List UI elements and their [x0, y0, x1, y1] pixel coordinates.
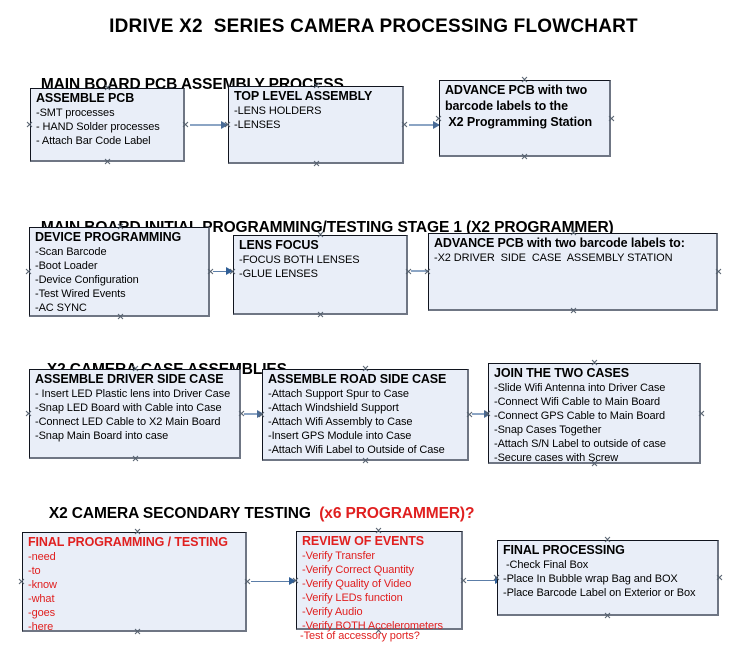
box-line: -LENS HOLDERS	[234, 105, 322, 117]
box-line: -Attach Wifi Label to Outside of Case	[268, 444, 445, 456]
process-box-final-processing[interactable]: FINAL PROCESSING -Check Final Box -Place…	[497, 540, 719, 616]
box-title: FINAL PROCESSING	[503, 543, 625, 557]
process-box-assemble-pcb[interactable]: ASSEMBLE PCB -SMT processes - HAND Solde…	[30, 88, 185, 162]
box-line: -Place Barcode Label on Exterior or Box	[503, 587, 696, 599]
box-title: ASSEMBLE ROAD SIDE CASE	[268, 372, 447, 386]
box-line: - Insert LED Plastic lens into Driver Ca…	[35, 388, 231, 400]
box-line: -Slide Wifi Antenna into Driver Case	[494, 382, 666, 394]
box-title: ASSEMBLE PCB	[36, 91, 135, 105]
box-line: -Boot Loader	[35, 260, 98, 272]
box-title: REVIEW OF EVENTS	[302, 534, 425, 548]
box-title: DEVICE PROGRAMMING	[35, 230, 182, 244]
connector-arrow	[244, 410, 264, 418]
box-line: -Secure cases with Screw	[494, 452, 619, 464]
box-line: -know	[28, 579, 57, 591]
box-title: ADVANCE PCB with two barcode labels to:	[434, 236, 685, 250]
connector-arrow	[251, 577, 296, 585]
box-line: -GLUE LENSES	[239, 268, 318, 280]
box-line: -Snap LED Board with Cable into Case	[35, 402, 222, 414]
page-title: IDRIVE X2 SERIES CAMERA PROCESSING FLOWC…	[109, 16, 638, 37]
box-line: -Verify Transfer	[302, 550, 375, 562]
process-box-advance-pcb-2[interactable]: ADVANCE PCB with two barcode labels to: …	[428, 233, 718, 311]
box-line: -Snap Cases Together	[494, 424, 602, 436]
process-box-top-level-assembly[interactable]: TOP LEVEL ASSEMBLY -LENS HOLDERS -LENSES	[228, 86, 404, 164]
box-line: -to	[28, 565, 41, 577]
box-line: -FOCUS BOTH LENSES	[239, 254, 360, 266]
box-title: ADVANCE PCB with two	[445, 83, 588, 97]
box-line: -Check Final Box	[503, 559, 589, 571]
box-line: - HAND Solder processes	[36, 121, 160, 133]
box-line: -Connect LED Cable to X2 Main Board	[35, 416, 221, 428]
connector-arrow	[190, 121, 228, 129]
box-line: -LENSES	[234, 119, 281, 131]
section-heading-4-accent: (x6 PROGRAMMER)?	[319, 505, 475, 522]
box-line: - Attach Bar Code Label	[36, 135, 151, 147]
box-line: -Snap Main Board into case	[35, 430, 169, 442]
box-line: -Insert GPS Module into Case	[268, 430, 412, 442]
connector-arrow	[213, 267, 233, 275]
process-box-lens-focus[interactable]: LENS FOCUS -FOCUS BOTH LENSES -GLUE LENS…	[233, 235, 408, 315]
box-line: -Place In Bubble wrap Bag and BOX	[503, 573, 678, 585]
box-line: -Attach Windshield Support	[268, 402, 399, 414]
box-line: -Test Wired Events	[35, 288, 126, 300]
box-line: -Attach Wifi Assembly to Case	[268, 416, 413, 428]
box-line: -Connect GPS Cable to Main Board	[494, 410, 666, 422]
box-line: -SMT processes	[36, 107, 115, 119]
section-heading-4: X2 CAMERA SECONDARY TESTING (x6 PROGRAMM…	[32, 487, 475, 541]
process-box-review-of-events[interactable]: REVIEW OF EVENTS -Verify Transfer -Verif…	[296, 531, 463, 632]
process-box-advance-pcb-1[interactable]: ADVANCE PCB with two barcode labels to t…	[439, 80, 611, 157]
process-box-join-the-two-cases[interactable]: JOIN THE TWO CASES -Slide Wifi Antenna i…	[488, 363, 701, 464]
process-box-assemble-road-side-case[interactable]: ASSEMBLE ROAD SIDE CASE -Attach Support …	[262, 369, 469, 461]
box-line: -Device Configuration	[35, 274, 139, 286]
process-box-final-programming-testing[interactable]: FINAL PROGRAMMING / TESTING -need -to -k…	[22, 532, 247, 633]
box-line: -Verify LEDs function	[302, 592, 403, 604]
box-title: TOP LEVEL ASSEMBLY	[234, 89, 373, 103]
box-line: -Attach S/N Label to outside of case	[494, 438, 666, 450]
box-line: -Verify BOTH Accelerometers	[302, 620, 443, 632]
box-line: X2 Programming Station	[445, 115, 593, 129]
box-title: JOIN THE TWO CASES	[494, 366, 630, 380]
box-line: -Attach Support Spur to Case	[268, 388, 409, 400]
box-line: -Connect Wifi Cable to Main Board	[494, 396, 661, 408]
box-title: LENS FOCUS	[239, 238, 319, 252]
box-line: -Verify Correct Quantity	[302, 564, 414, 576]
box-title: FINAL PROGRAMMING / TESTING	[28, 535, 228, 549]
box-line: -Verify Audio	[302, 606, 363, 618]
process-box-assemble-driver-side-case[interactable]: ASSEMBLE DRIVER SIDE CASE - Insert LED P…	[29, 369, 241, 459]
section-heading-4-text: X2 CAMERA SECONDARY TESTING	[48, 505, 311, 522]
box-title: ASSEMBLE DRIVER SIDE CASE	[35, 372, 224, 386]
box-line: -what	[28, 593, 55, 605]
box-line: -need	[28, 551, 56, 563]
box-line: -X2 DRIVER SIDE CASE ASSEMBLY STATION	[434, 252, 673, 264]
box-overflow-line: -Test of accessory ports?	[300, 630, 420, 642]
box-line: -goes	[28, 607, 56, 619]
box-line: -Verify Quality of Video	[302, 578, 412, 590]
connector-arrow	[467, 576, 502, 584]
box-line: barcode labels to the	[445, 99, 568, 113]
box-line: -AC SYNC	[35, 302, 87, 314]
box-line: -Scan Barcode	[35, 246, 107, 258]
box-line: -here	[28, 621, 54, 633]
process-box-device-programming[interactable]: DEVICE PROGRAMMING -Scan Barcode -Boot L…	[29, 227, 210, 317]
connector-arrow	[409, 121, 440, 129]
connector-arrow	[472, 410, 491, 418]
